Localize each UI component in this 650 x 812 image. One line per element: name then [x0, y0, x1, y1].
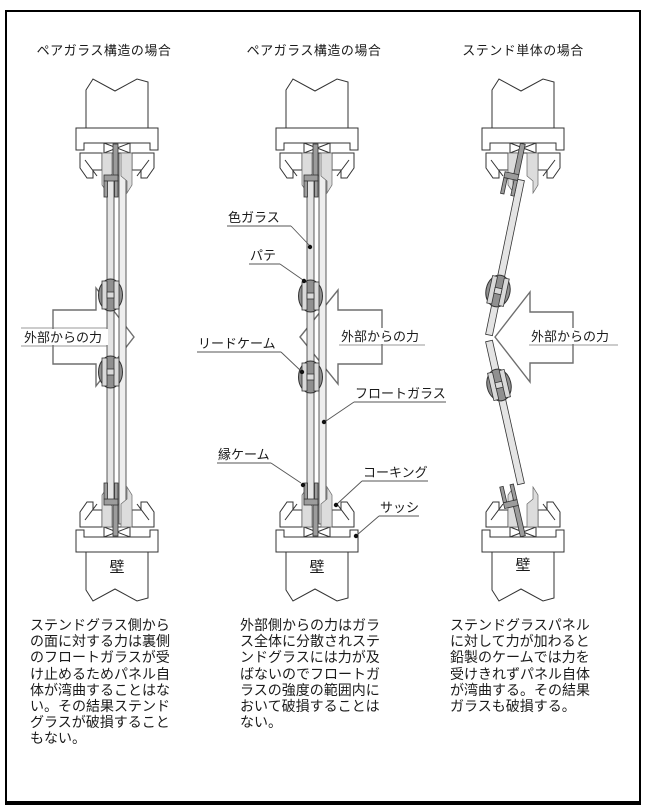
label-float-glass: フロートガラス [321, 387, 446, 425]
leader-dot [300, 482, 306, 488]
label-sash: サッシ [353, 501, 419, 539]
stained-glass-pane [306, 175, 315, 503]
label-lead-came: リードケーム [197, 337, 305, 375]
caption-diagram3: ステンドグラスパネルに対して力が加わると鉛製のケームでは力を受けきれずパネル自体… [450, 618, 590, 716]
lead-came-joint [98, 278, 123, 312]
force-label-diagram3: 外部からの力 [528, 328, 620, 346]
diagram2-bottom-mount [275, 482, 359, 602]
diagram3-bottom-mount [481, 483, 565, 602]
diagram1-bottom-mount [75, 482, 159, 602]
label-putty: パテ [249, 249, 307, 284]
svg-text:色ガラス: 色ガラス [228, 210, 280, 226]
label-caulking: コーキング [333, 466, 428, 508]
caption-diagram2: 外部側からの力はガラス全体に分散されステンドグラスには力が及ばないのでフロートガ… [240, 618, 380, 732]
header-diagram3: ステンド単体の場合 [462, 44, 584, 59]
stained-glass-pane [106, 175, 115, 503]
lead-came-joint [298, 360, 323, 394]
caption-diagram1: ステンドグラス側からの面に対する力は裏側のフロートガラスが受け止めるためパネル自… [30, 618, 170, 748]
float-glass-pane [118, 152, 127, 525]
diagram2-top-mount [275, 78, 359, 198]
leader-dot [353, 533, 359, 539]
svg-text:フロートガラス: フロートガラス [355, 387, 446, 402]
label-colored-glass: 色ガラス [227, 210, 313, 250]
header-diagram2: ペアガラス構造の場合 [246, 44, 382, 59]
diagram3-top-mount [481, 78, 565, 197]
leader-dot [333, 502, 339, 508]
label-edge-came: 縁ケーム [217, 447, 306, 488]
diagram3-glass [482, 178, 525, 486]
leader-dot [299, 369, 305, 375]
force-label-text: 外部からの力 [24, 331, 102, 346]
svg-text:リードケーム: リードケーム [198, 337, 276, 352]
lead-came-joint [98, 355, 123, 389]
lead-came-joint [483, 366, 515, 404]
header-diagram1: ペアガラス構造の場合 [36, 44, 172, 59]
wall-label-diagram1: 壁 [109, 558, 124, 576]
float-glass-pane [318, 152, 327, 525]
lead-came-joint [298, 279, 323, 313]
wall-label-diagram3: 壁 [515, 556, 530, 574]
leader-dot [307, 244, 313, 250]
diagram1-top-mount [75, 78, 159, 198]
leader-dot [321, 419, 327, 425]
force-label-diagram2: 外部からの力 [338, 328, 426, 346]
svg-text:サッシ: サッシ [380, 501, 419, 516]
leader-dot [301, 278, 307, 284]
force-label-text: 外部からの力 [531, 330, 609, 345]
svg-text:縁ケーム: 縁ケーム [218, 447, 270, 463]
wall-label-diagram2: 壁 [309, 558, 324, 576]
svg-text:パテ: パテ [250, 249, 276, 264]
svg-text:コーキング: コーキング [363, 466, 428, 481]
force-label-diagram1: 外部からの力 [20, 327, 108, 347]
lead-came-joint [482, 272, 514, 310]
force-label-text: 外部からの力 [341, 330, 419, 345]
panel-border [5, 10, 641, 805]
